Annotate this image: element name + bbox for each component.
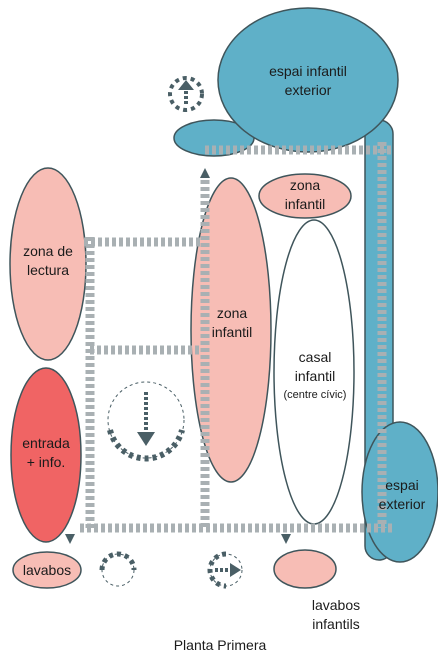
zona-infantil-main-label: zona infantil (194, 304, 270, 342)
lavabos-infantils-line1: lavabos (311, 597, 361, 613)
lavabos-infantils-line2: infantils (312, 616, 360, 632)
arrow-heads (65, 168, 291, 544)
circulation-right-icon (207, 551, 243, 589)
espai-infantil-exterior-label: espai infantil exterior (248, 62, 368, 100)
zona-de-lectura-label: zona de lectura (8, 242, 88, 280)
arrow-down-head-entrada (65, 534, 75, 544)
diagram-caption: Planta Primera (173, 637, 267, 653)
zona-infantil-top-line2: infantil (284, 196, 326, 212)
lavabos-infantils-shape[interactable] (273, 549, 337, 589)
lavabos-infantils-label: lavabos infantils (296, 596, 376, 634)
circulation-ring-icon (99, 551, 137, 587)
espai-exterior-label: espai exterior (370, 476, 434, 514)
zona-infantil-top-line1: zona (289, 177, 321, 193)
espai-exterior-line1: espai (385, 477, 419, 493)
casal-infantil-line1: casal (298, 349, 332, 365)
zona-infantil-top-shape[interactable] (258, 173, 352, 219)
entrada-line2: + info. (26, 454, 66, 470)
entrada-line1: entrada (22, 435, 70, 451)
espai-infantil-exterior-shape[interactable] (217, 7, 399, 153)
casal-infantil-line3: (centre cívic) (283, 389, 347, 401)
espai-infantil-exterior-line1: espai infantil (269, 63, 347, 79)
casal-infantil-label: casal infantil (centre cívic) (270, 348, 360, 405)
lavabos-label: lavabos (22, 562, 72, 578)
zona-de-lectura-line2: lectura (26, 262, 70, 278)
zona-infantil-main-shape[interactable] (190, 177, 272, 483)
circulation-down-icon (107, 381, 185, 462)
espai-infantil-exterior-line2: exterior (284, 82, 332, 98)
entrada-label: entrada + info. (8, 434, 84, 472)
casal-infantil-line2: infantil (294, 368, 336, 384)
entrada-shape[interactable] (10, 367, 82, 543)
zona-infantil-top-label: zona infantil (265, 176, 345, 214)
circulation-paths (80, 142, 392, 533)
zona-de-lectura-line1: zona de (23, 243, 73, 259)
circulation-up-icon (168, 76, 204, 112)
lavabos-shape[interactable] (12, 551, 82, 589)
zona-de-lectura-shape[interactable] (9, 167, 87, 361)
zona-infantil-main-line1: zona (216, 305, 248, 321)
zona-infantil-main-line2: infantil (211, 324, 253, 340)
arrow-down-head-lavabos (281, 534, 291, 544)
arrow-up-head (200, 168, 210, 178)
espai-exterior-line2: exterior (378, 496, 426, 512)
